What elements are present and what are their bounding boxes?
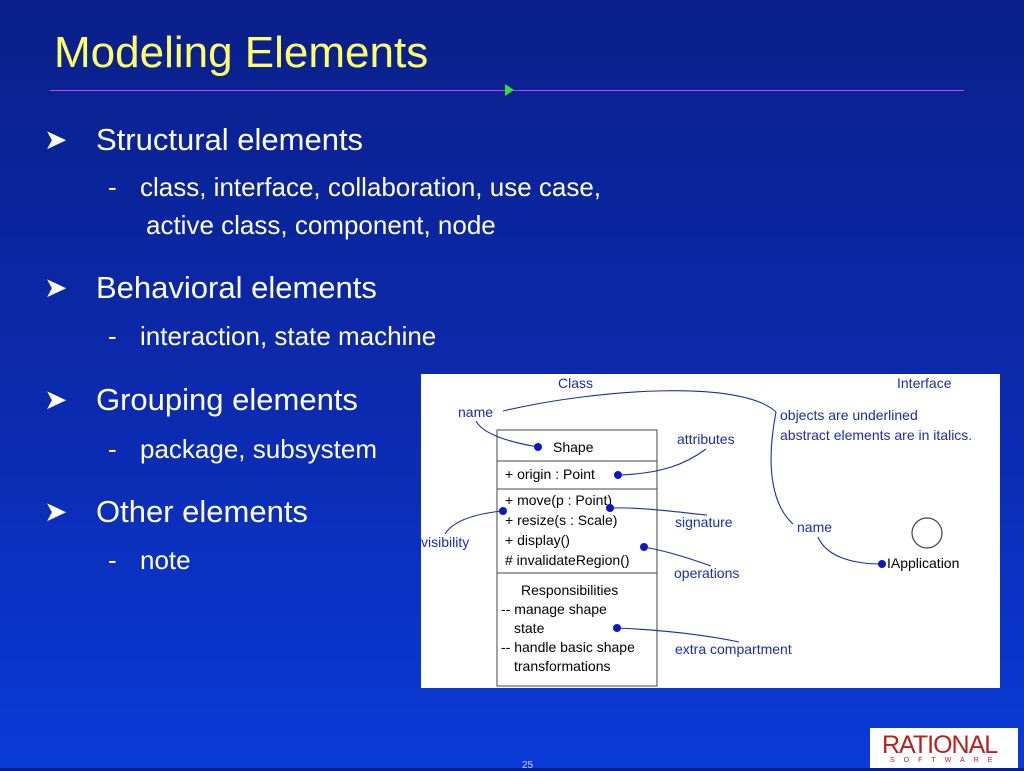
sub-bullet-continuation: active class, component, node [146, 210, 496, 241]
interface-circle [911, 517, 943, 549]
bullet-label: Other elements [96, 494, 308, 529]
connector-name-to-note [502, 390, 777, 413]
sub-bullet-text: note [140, 545, 191, 575]
sub-bullet: - note [108, 545, 191, 576]
label-name-class: name [458, 404, 493, 420]
operation-row: # invalidateRegion() [505, 552, 630, 568]
uml-figure-svg: Shape + origin : Point + move(p : Point)… [421, 375, 972, 687]
sub-bullet: - interaction, state machine [108, 321, 437, 352]
connector-dot [499, 507, 507, 515]
attribute-row: + origin : Point [505, 466, 595, 482]
play-arrow-icon [505, 84, 514, 96]
connector-extra-compartment [617, 627, 740, 643]
class-box [496, 429, 658, 687]
dash-icon: - [108, 172, 117, 202]
bullet-label: Grouping elements [96, 382, 358, 417]
connector-dot [534, 443, 542, 451]
bullet-other: ➤ Other elements [44, 494, 308, 530]
label-abstract-italics: abstract elements are in italics. [780, 427, 972, 443]
connector-dot [878, 560, 886, 568]
connector-dot [640, 543, 648, 551]
connector-interface-arc [770, 411, 794, 525]
logo-word: RATIONAL [882, 731, 998, 759]
bullet-label: Behavioral elements [96, 270, 377, 305]
label-attributes: attributes [677, 431, 735, 447]
label-objects-underlined: objects are underlined [780, 407, 918, 423]
label-operations: operations [674, 565, 739, 581]
bullet-arrow-icon: ➤ [44, 124, 68, 155]
connector-signature [610, 507, 708, 516]
bullet-behavioral: ➤ Behavioral elements [44, 270, 377, 306]
label-class: Class [558, 375, 593, 391]
dash-icon: - [108, 321, 117, 351]
connector-visibility [444, 510, 503, 535]
label-visibility: visibility [421, 534, 469, 550]
operation-row: + resize(s : Scale) [505, 512, 617, 528]
responsibility-row: state [514, 620, 545, 636]
bullet-arrow-icon: ➤ [44, 272, 68, 303]
rational-logo: RATIONAL SOFTWARE [870, 728, 1018, 768]
bullet-structural: ➤ Structural elements [44, 122, 364, 158]
sub-bullet-text: class, interface, collaboration, use cas… [140, 172, 602, 202]
label-extra-compartment: extra compartment [675, 641, 792, 657]
dash-icon: - [108, 545, 117, 575]
responsibility-row: -- handle basic shape [501, 639, 635, 655]
connector-dot [613, 624, 621, 632]
label-signature: signature [675, 514, 733, 530]
slide-title: Modeling Elements [54, 28, 429, 77]
connector-dot [606, 504, 614, 512]
page-number: 25 [522, 760, 534, 771]
connector-dot [614, 471, 622, 479]
sub-bullet-text: interaction, state machine [140, 321, 437, 351]
responsibility-row: transformations [514, 658, 610, 674]
bullet-arrow-icon: ➤ [44, 496, 68, 527]
bullet-arrow-icon: ➤ [44, 384, 68, 415]
dash-icon: - [108, 434, 117, 464]
responsibility-row: -- manage shape [501, 601, 607, 617]
sub-bullet-text: active class, component, node [146, 210, 496, 240]
sub-bullet: - class, interface, collaboration, use c… [108, 172, 602, 203]
label-interface: Interface [897, 375, 952, 391]
sub-bullet: - package, subsystem [108, 434, 378, 465]
responsibilities-title: Responsibilities [521, 582, 618, 598]
connector-attributes [616, 448, 707, 476]
connector-interface-name [817, 536, 883, 565]
operation-row: + move(p : Point) [505, 492, 612, 508]
label-name-interface: name [797, 519, 832, 535]
operation-row: + display() [505, 532, 570, 548]
interface-name: IApplication [887, 555, 959, 571]
uml-class-diagram: Shape + origin : Point + move(p : Point)… [421, 374, 1000, 688]
sub-bullet-text: package, subsystem [140, 434, 378, 464]
logo-subtitle: SOFTWARE [890, 757, 1002, 764]
class-name: Shape [553, 439, 594, 455]
connector-operations [643, 546, 712, 567]
connector-class-name [475, 420, 539, 448]
bullet-label: Structural elements [96, 122, 364, 157]
bullet-grouping: ➤ Grouping elements [44, 382, 358, 418]
